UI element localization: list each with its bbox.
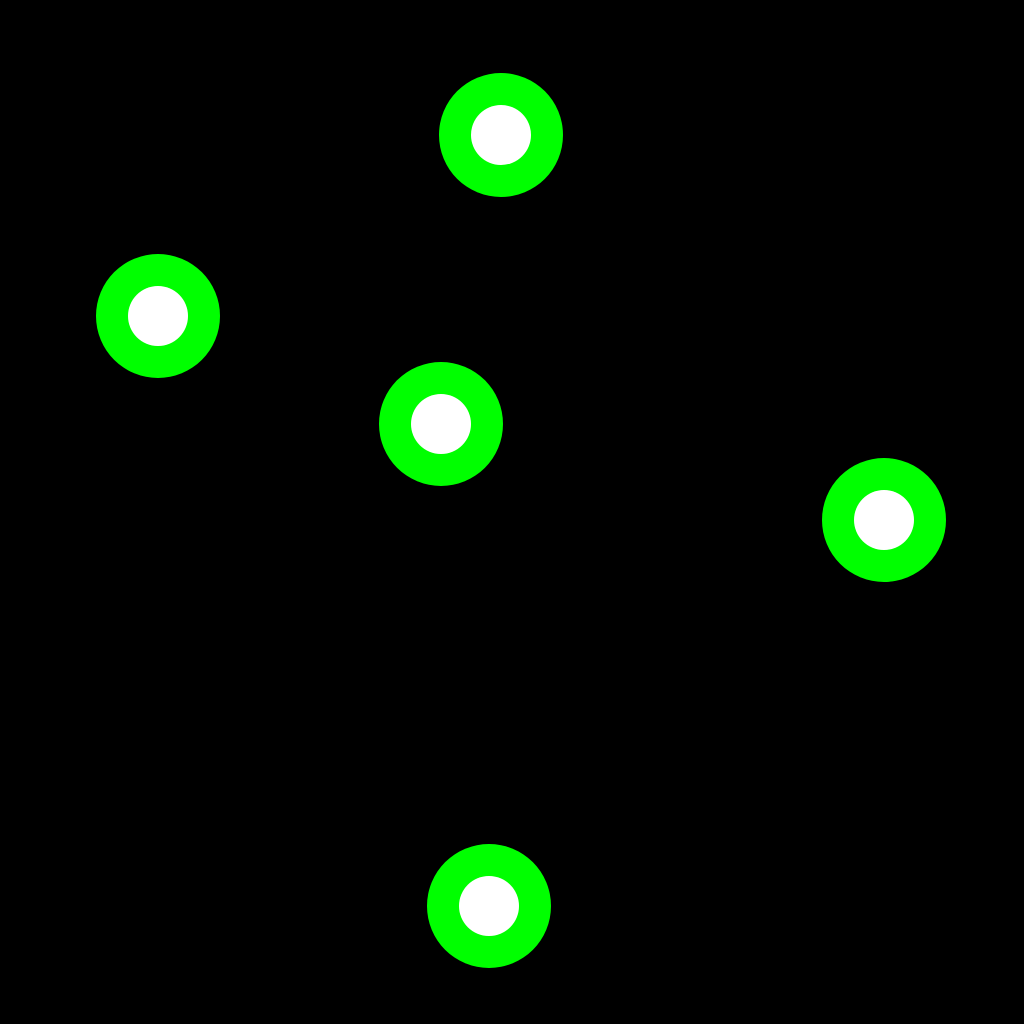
marker-center — [854, 490, 914, 550]
marker-center — [411, 394, 471, 454]
marker-center — [471, 105, 531, 165]
ring-marker-icon — [427, 844, 551, 968]
ring-marker-icon — [439, 73, 563, 197]
ring-marker-icon — [822, 458, 946, 582]
ring-marker-icon — [379, 362, 503, 486]
marker-center — [459, 876, 519, 936]
ring-marker-icon — [96, 254, 220, 378]
marker-center — [128, 286, 188, 346]
